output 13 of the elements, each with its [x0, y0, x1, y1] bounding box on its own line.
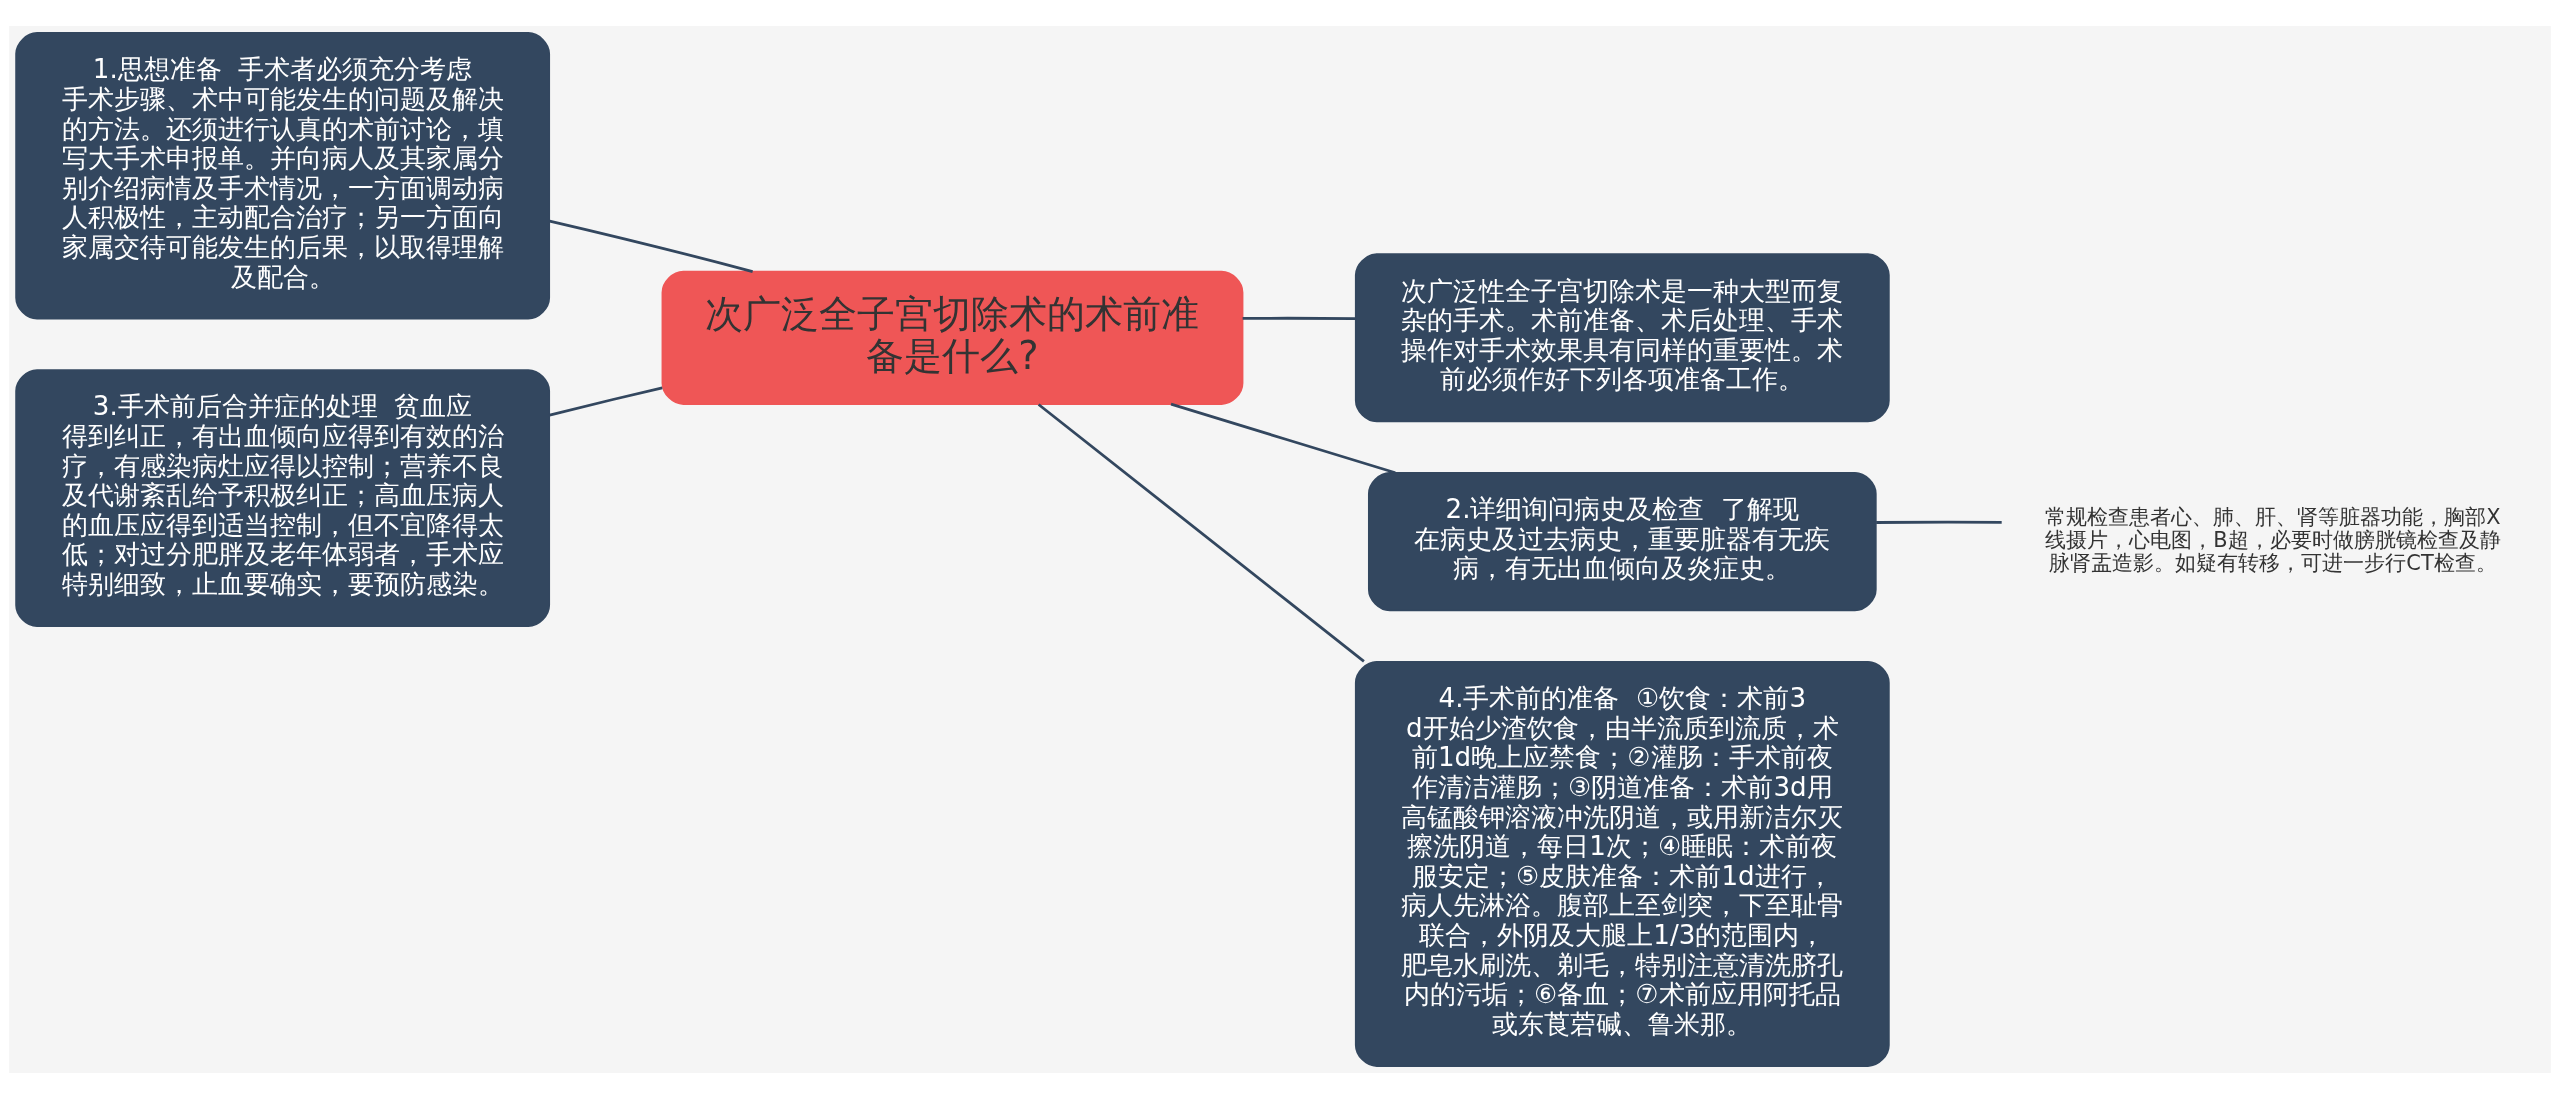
connector	[1037, 403, 1365, 663]
node-box: 2.详细询问病史及检查 了解现在病史及过去病史，重要脏器有无疾病，有无出血倾向及炎症史。	[1368, 472, 1877, 612]
connector	[549, 386, 663, 417]
connector	[549, 219, 753, 273]
node-text: 常规检查患者心、肺、肝、肾等脏器功能，胸部X线摄片，心电图，B超，必要时做膀胱镜检查及静脉肾盂造影。如疑有转移，可进一步行CT检查。	[2045, 505, 2501, 575]
node-box: 次广泛性全子宫切除术是一种大型而复杂的手术。术前准备、术后处理、手术操作对手术效果具有同样的重要性。术前必须作好下列各项准备工作。	[1354, 253, 1890, 423]
node-box: 4.手术前的准备 ①饮食：术前3d开始少渣饮食，由半流质到流质，术前1d晚上应禁食；②灌肠：手术前夜作清洁灌肠；③阴道准备：术前3d用高锰酸钾溶液冲洗阴道，或用新洁尔灭擦洗阴道，每日1次；④睡眠：术前夜服安定；⑤皮肤准备：术前1d进行，病人先淋浴。腹部上至剑突，下至耻骨联合，外阴及大腿上1/3的范围内，肥皂水刷洗、剃毛，特别注意清洗脐孔内的污垢；⑥备血；⑦术前应用阿托品或东莨菪碱、鲁米那。	[1354, 661, 1890, 1067]
node-box: 1.思想准备 手术者必须充分考虑手术步骤、术中可能发生的问题及解决的方法。还须进行认真的术前讨论，填写大手术申报单。并向病人及其家属分别介绍病情及手术情况，一方面调动病人积极性，主动配合治疗；另一方面向家属交待可能发生的后果，以取得理解及配合。	[15, 32, 551, 320]
connector	[1876, 520, 2002, 524]
node-box: 3.手术前后合并症的处理 贫血应得到纠正，有出血倾向应得到有效的治疗，有感染病灶应得以控制；营养不良及代谢紊乱给予积极纠正；高血压病人的血压应得到适当控制，但不宜降得太低；对过分肥胖及老年体弱者，手术应特别细致，止血要确实，要预防感染。	[15, 369, 551, 627]
node-box: 次广泛全子宫切除术的术前准备是什么?	[661, 270, 1244, 405]
connector	[1170, 402, 1396, 475]
connector	[1242, 316, 1356, 320]
